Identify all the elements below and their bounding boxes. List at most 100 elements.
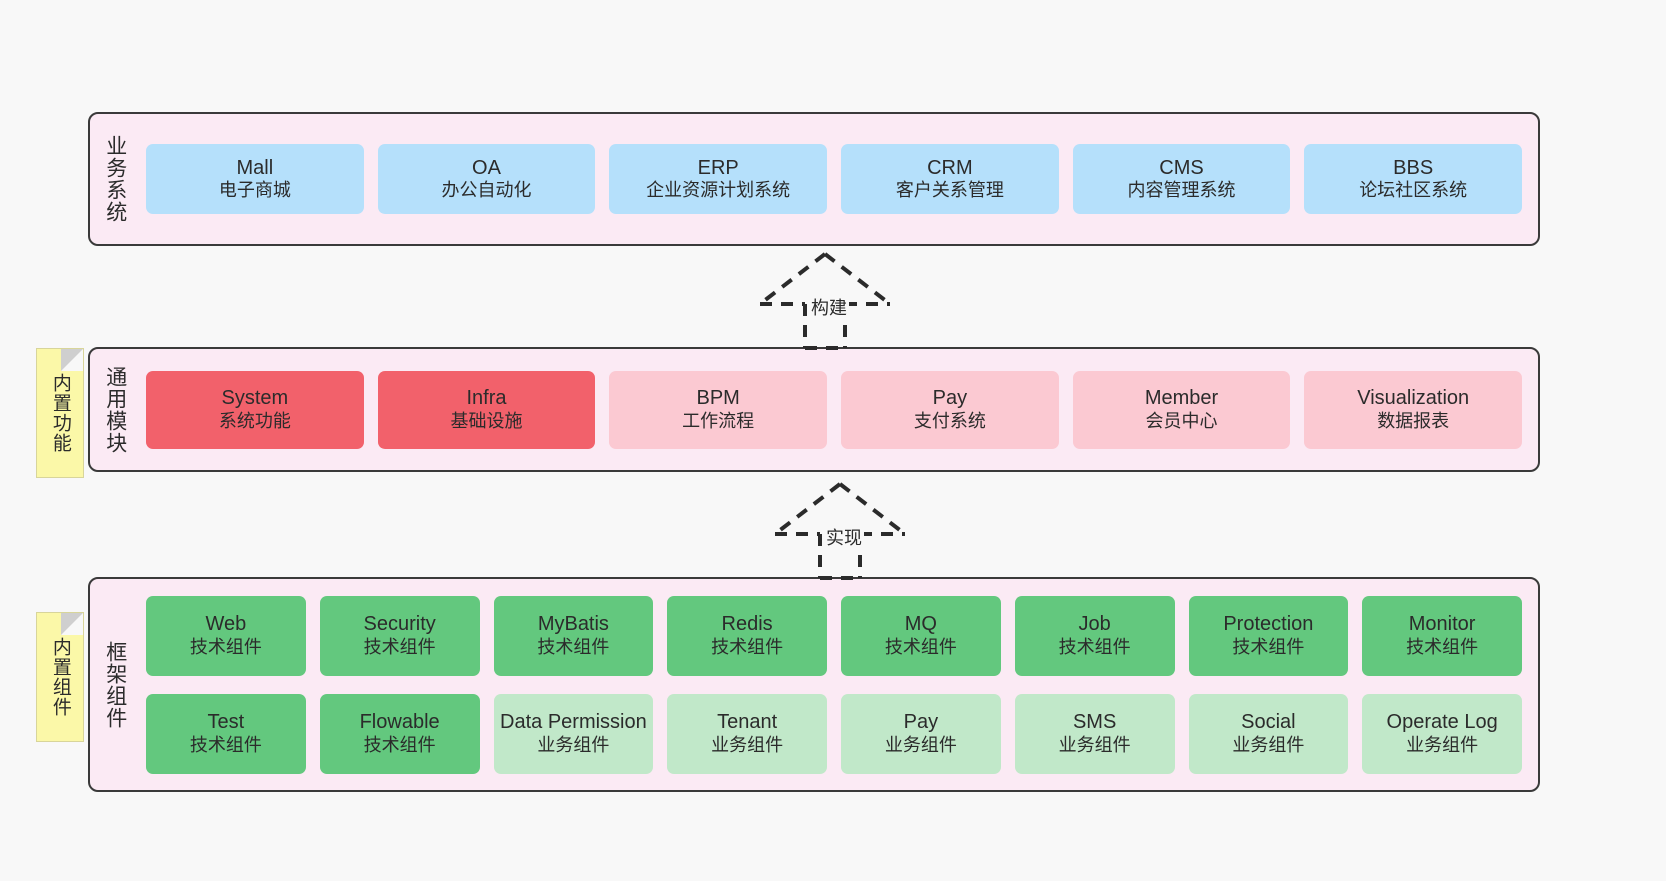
node-title-en: OA xyxy=(472,156,501,179)
layer-common-modules-body: System 系统功能 Infra 基础设施 BPM 工作流程 Pay 支付系统… xyxy=(140,349,1538,470)
node-title-cn: 技术组件 xyxy=(189,636,262,657)
node-mq[interactable]: MQ 技术组件 xyxy=(841,595,1001,676)
node-title-en: Visualization xyxy=(1357,387,1470,410)
node-title-en: System xyxy=(221,387,289,410)
connector-implement: 实现 xyxy=(760,482,950,580)
node-pay-component[interactable]: Pay 业务组件 xyxy=(841,693,1001,774)
node-infra[interactable]: Infra 基础设施 xyxy=(377,370,596,449)
node-title-cn: 技术组件 xyxy=(1058,636,1131,657)
connector-build-label: 构建 xyxy=(809,294,849,320)
generalization-arrow-icon xyxy=(758,252,892,350)
node-title-cn: 技术组件 xyxy=(363,734,436,755)
node-title-cn: 企业资源计划系统 xyxy=(646,180,791,201)
layer-business-systems-body: Mall 电子商城 OA 办公自动化 ERP 企业资源计划系统 CRM 客户关系… xyxy=(140,114,1538,244)
node-visualization[interactable]: Visualization 数据报表 xyxy=(1304,370,1523,449)
node-title-cn: 技术组件 xyxy=(363,636,436,657)
layer-business-systems: 业务系统 Mall 电子商城 OA 办公自动化 ERP 企业资源计划系统 CRM… xyxy=(88,112,1540,246)
node-test[interactable]: Test 技术组件 xyxy=(146,693,306,774)
node-erp[interactable]: ERP 企业资源计划系统 xyxy=(609,144,828,214)
node-title-en: Mall xyxy=(236,156,274,179)
node-title-en: Redis xyxy=(721,613,773,636)
node-title-en: CRM xyxy=(927,156,973,179)
node-protection[interactable]: Protection 技术组件 xyxy=(1188,595,1349,676)
node-title-en: Security xyxy=(363,613,436,636)
node-title-en: Operate Log xyxy=(1386,711,1498,734)
node-member[interactable]: Member 会员中心 xyxy=(1072,370,1291,449)
node-security[interactable]: Security 技术组件 xyxy=(319,595,480,676)
node-title-cn: 业务组件 xyxy=(1232,734,1305,755)
node-title-en: CMS xyxy=(1159,156,1204,179)
node-title-en: Job xyxy=(1078,613,1111,636)
node-title-en: ERP xyxy=(697,156,739,179)
node-title-en: SMS xyxy=(1072,711,1117,734)
node-tenant[interactable]: Tenant 业务组件 xyxy=(667,693,827,774)
layer-common-modules-title: 通用模块 xyxy=(103,365,127,454)
node-title-cn: 基础设施 xyxy=(450,410,523,431)
node-title-en: Infra xyxy=(466,387,507,410)
node-title-en: MQ xyxy=(904,613,937,636)
node-title-en: BBS xyxy=(1393,156,1434,179)
node-title-en: Monitor xyxy=(1408,613,1476,636)
node-operate-log[interactable]: Operate Log 业务组件 xyxy=(1362,693,1522,774)
node-mybatis[interactable]: MyBatis 技术组件 xyxy=(493,595,654,676)
node-monitor[interactable]: Monitor 技术组件 xyxy=(1362,595,1522,676)
node-title-en: Protection xyxy=(1223,613,1314,636)
node-data-permission[interactable]: Data Permission 业务组件 xyxy=(493,693,654,774)
node-flowable[interactable]: Flowable 技术组件 xyxy=(319,693,480,774)
node-title-en: Member xyxy=(1144,387,1219,410)
node-title-cn: 会员中心 xyxy=(1145,410,1218,431)
node-title-en: BPM xyxy=(696,387,740,410)
node-title-cn: 技术组件 xyxy=(711,636,784,657)
sticky-note-builtin-functions: 内置功能 xyxy=(36,348,84,478)
node-title-cn: 技术组件 xyxy=(884,636,957,657)
node-row: System 系统功能 Infra 基础设施 BPM 工作流程 Pay 支付系统… xyxy=(146,370,1523,449)
node-social[interactable]: Social 业务组件 xyxy=(1188,693,1349,774)
layer-common-modules: 通用模块 System 系统功能 Infra 基础设施 BPM 工作流程 Pay… xyxy=(88,347,1540,472)
node-title-cn: 电子商城 xyxy=(218,180,291,201)
node-title-cn: 业务组件 xyxy=(1058,734,1131,755)
node-title-cn: 内容管理系统 xyxy=(1127,180,1236,201)
connector-build: 构建 xyxy=(745,252,935,350)
node-title-en: Social xyxy=(1241,711,1296,734)
node-title-en: Test xyxy=(207,711,245,734)
node-title-cn: 数据报表 xyxy=(1377,410,1450,431)
node-title-cn: 业务组件 xyxy=(884,734,957,755)
layer-business-systems-title: 业务系统 xyxy=(103,135,127,223)
connector-implement-label: 实现 xyxy=(824,524,864,550)
node-cms[interactable]: CMS 内容管理系统 xyxy=(1072,144,1291,214)
node-bbs[interactable]: BBS 论坛社区系统 xyxy=(1304,144,1523,214)
node-title-en: Web xyxy=(205,613,247,636)
node-job[interactable]: Job 技术组件 xyxy=(1014,595,1175,676)
node-row: Test 技术组件 Flowable 技术组件 Data Permission … xyxy=(146,693,1522,774)
node-title-cn: 办公自动化 xyxy=(441,180,532,201)
node-title-cn: 技术组件 xyxy=(1232,636,1305,657)
node-row: Mall 电子商城 OA 办公自动化 ERP 企业资源计划系统 CRM 客户关系… xyxy=(146,144,1523,214)
node-title-cn: 工作流程 xyxy=(682,410,755,431)
layer-framework-components: 框架组件 Web 技术组件 Security 技术组件 MyBatis 技术组件… xyxy=(88,577,1540,792)
node-title-en: Pay xyxy=(932,387,968,410)
layer-framework-components-title: 框架组件 xyxy=(103,640,127,729)
node-title-en: Data Permission xyxy=(500,711,647,734)
layer-framework-components-body: Web 技术组件 Security 技术组件 MyBatis 技术组件 Redi… xyxy=(140,579,1538,790)
node-crm[interactable]: CRM 客户关系管理 xyxy=(841,144,1059,214)
sticky-note-label: 内置组件 xyxy=(49,637,71,717)
sticky-note-builtin-components: 内置组件 xyxy=(36,612,84,742)
node-title-cn: 论坛社区系统 xyxy=(1359,180,1468,201)
node-title-en: Flowable xyxy=(359,711,440,734)
node-system[interactable]: System 系统功能 xyxy=(146,370,364,449)
node-title-cn: 技术组件 xyxy=(189,734,262,755)
node-title-en: Pay xyxy=(903,711,939,734)
node-web[interactable]: Web 技术组件 xyxy=(146,595,306,676)
node-mall[interactable]: Mall 电子商城 xyxy=(146,144,364,214)
node-row: Web 技术组件 Security 技术组件 MyBatis 技术组件 Redi… xyxy=(146,595,1522,676)
node-redis[interactable]: Redis 技术组件 xyxy=(667,595,827,676)
node-oa[interactable]: OA 办公自动化 xyxy=(377,144,596,214)
node-sms[interactable]: SMS 业务组件 xyxy=(1014,693,1175,774)
node-title-cn: 业务组件 xyxy=(1406,734,1479,755)
node-title-cn: 技术组件 xyxy=(1406,636,1479,657)
node-title-en: Tenant xyxy=(717,711,778,734)
node-pay-module[interactable]: Pay 支付系统 xyxy=(841,370,1059,449)
node-title-cn: 支付系统 xyxy=(913,410,986,431)
node-bpm[interactable]: BPM 工作流程 xyxy=(609,370,828,449)
